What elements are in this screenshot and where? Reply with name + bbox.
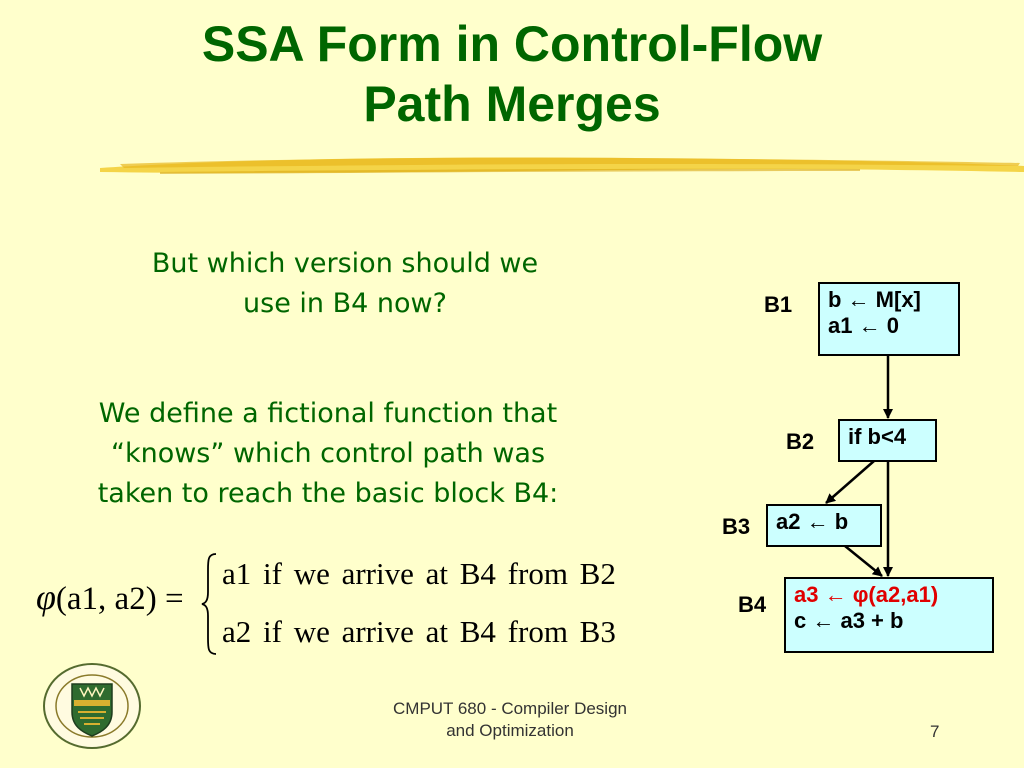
title-line-1: SSA Form in Control-Flow — [201, 16, 823, 72]
equals-sign: = — [164, 581, 184, 617]
b3-line-1: a2 ← b — [776, 509, 849, 534]
question-line-1: But which version should we — [151, 248, 539, 279]
footer-course-line-1: CMPUT 680 - Compiler Design — [393, 699, 627, 718]
slide-title: SSA Form in Control-Flow Path Merges — [0, 14, 1024, 134]
footer-course: CMPUT 680 - Compiler Design and Optimiza… — [360, 698, 660, 742]
b2-line-1: if b<4 — [848, 424, 907, 449]
formula-lhs: φ(a1, a2) = — [36, 576, 184, 618]
footer-course-line-2: and Optimization — [446, 721, 574, 740]
b4-phi-line: a3 ← φ(a2,a1) — [794, 582, 939, 607]
b1-line-1: b ← M[x] — [828, 287, 921, 312]
definition-line-1: We define a fictional function that — [98, 398, 558, 429]
b4-line-2: c ← a3 + b — [794, 608, 904, 633]
formula-case-b2: a1 if we arrive at B4 from B2 — [222, 556, 616, 591]
basic-block-b4: a3 ← φ(a2,a1) c ← a3 + b — [784, 577, 994, 653]
phi-arguments: (a1, a2) — [55, 581, 157, 617]
curly-brace-icon — [201, 553, 217, 655]
block-label-b1: B1 — [764, 292, 793, 317]
definition-line-2: “knows” which control path was — [110, 438, 546, 469]
definition-line-3: taken to reach the basic block B4: — [97, 478, 559, 509]
basic-block-b1: b ← M[x] a1 ← 0 — [818, 282, 960, 356]
question-line-2: use in B4 now? — [243, 288, 447, 319]
question-text: But which version should we use in B4 no… — [95, 244, 595, 324]
brush-stroke-divider — [100, 157, 1024, 174]
definition-text: We define a fictional function that “kno… — [48, 394, 608, 514]
block-label-b2: B2 — [786, 429, 815, 454]
edge-b2-b3 — [825, 460, 875, 504]
formula-case-b3: a2 if we arrive at B4 from B3 — [222, 614, 616, 649]
block-label-b4: B4 — [738, 592, 767, 617]
block-label-b3: B3 — [722, 514, 751, 539]
title-line-2: Path Merges — [363, 76, 661, 132]
basic-block-b3: a2 ← b — [766, 504, 882, 547]
university-crest-icon — [43, 663, 141, 749]
b1-line-2: a1 ← 0 — [828, 313, 899, 338]
page-number: 7 — [930, 722, 940, 741]
edge-b3-b4 — [844, 545, 883, 577]
basic-block-b2: if b<4 — [838, 419, 937, 462]
phi-symbol: φ — [36, 577, 56, 617]
phi-function-formula: φ(a1, a2) = a1 if we arrive at B4 from B… — [28, 548, 708, 658]
